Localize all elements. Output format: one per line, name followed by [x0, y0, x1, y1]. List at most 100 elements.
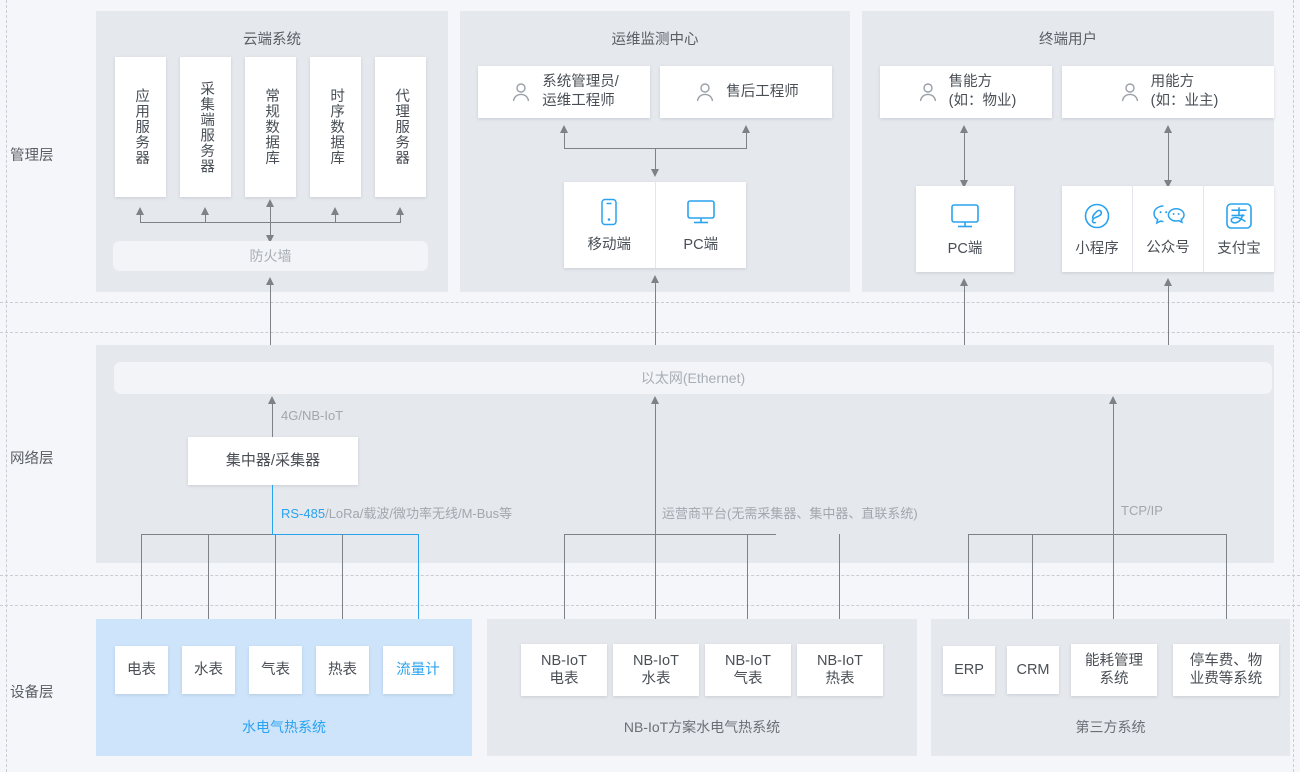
device-card-gas-meter[interactable]: 气表 — [249, 646, 302, 694]
cloud-branch-5 — [400, 215, 401, 223]
concentrator-label: 集中器/采集器 — [225, 451, 321, 469]
device-card-energy-management-label: 能耗管理 系统 — [1085, 652, 1143, 687]
cloud-branch-3-arrow — [266, 199, 274, 207]
concentrator-uplink-arrow — [268, 396, 276, 404]
mobile-icon — [598, 197, 620, 227]
firewall-uplink-arrow-up — [266, 277, 274, 285]
thirdparty-branch-crm — [1032, 534, 1033, 638]
ops-client-mobile-label: 移动端 — [587, 236, 632, 253]
consumer-link-line — [1168, 133, 1169, 181]
server-card-collector-label: 采集端服务器 — [198, 80, 215, 174]
server-card-collector[interactable]: 采集端服务器 — [180, 57, 231, 197]
ops-client-card[interactable]: 移动端 PC端 — [564, 182, 746, 268]
nbiot-bus-line — [564, 534, 776, 535]
uplink-label-4g: 4G/NB-IoT — [281, 408, 344, 423]
rs485-downlink-line — [272, 485, 273, 534]
ops-role-aftersales[interactable]: 售后工程师 — [660, 66, 832, 118]
seller-uplink-line — [964, 285, 965, 356]
layer-label-network: 网络层 — [10, 451, 54, 467]
server-card-timeseries-db-label: 时序数据库 — [328, 88, 345, 166]
enduser-role-consumer[interactable]: 用能方 (如：业主) — [1062, 66, 1274, 118]
ops-role-aftersales-label: 售后工程师 — [726, 83, 799, 100]
consumer-client-alipay-label: 支付宝 — [1217, 240, 1261, 257]
ops-uplink-arrow-up — [651, 275, 659, 283]
operator-platform-label: 运营商平台(无需采集器、集中器、直联系统) — [662, 506, 918, 521]
tcpip-label: TCP/IP — [1121, 503, 1163, 518]
firewall-label: 防火墙 — [249, 248, 292, 264]
device-card-energy-management[interactable]: 能耗管理 系统 — [1071, 644, 1157, 696]
nbiot-branch-water — [655, 534, 656, 638]
device-card-parking-fee-label: 停车费、物 业费等系统 — [1189, 652, 1263, 687]
device-card-flowmeter[interactable]: 流量计 — [383, 646, 453, 694]
layer-label-management: 管理层 — [10, 148, 54, 164]
device-card-erp-label: ERP — [954, 661, 984, 678]
device-card-crm[interactable]: CRM — [1007, 646, 1059, 694]
wechat-icon — [1151, 202, 1185, 230]
bus-label-highlight: RS-485 — [281, 506, 326, 521]
server-card-proxy[interactable]: 代理服务器 — [375, 57, 426, 197]
device-card-water-meter[interactable]: 水表 — [182, 646, 235, 694]
firewall-bar: 防火墙 — [113, 241, 428, 271]
band-left-edge — [6, 0, 7, 772]
server-card-timeseries-db[interactable]: 时序数据库 — [310, 57, 361, 197]
ops-role-admin[interactable]: 系统管理员/ 运维工程师 — [478, 66, 650, 118]
device-branch-heat — [342, 534, 343, 638]
consumer-link-arrow-up — [1164, 125, 1172, 133]
concentrator-card[interactable]: 集中器/采集器 — [188, 437, 358, 485]
consumer-uplink-line — [1168, 285, 1169, 356]
ops-branch-left-arrow — [560, 125, 568, 133]
device-card-nbiot-heat[interactable]: NB-IoT 热表 — [797, 644, 883, 696]
device-card-water-meter-label: 水表 — [194, 661, 223, 678]
enduser-panel-title: 终端用户 — [1039, 32, 1097, 48]
band-device — [0, 605, 1300, 772]
device-panel-nbiot-caption: NB-IoT方案水电气热系统 — [623, 719, 781, 735]
enduser-role-consumer-label: 用能方 (如：业主) — [1150, 74, 1219, 109]
device-card-electric-meter[interactable]: 电表 — [115, 646, 168, 694]
miniprogram-icon — [1082, 201, 1112, 231]
device-card-nbiot-gas-label: NB-IoT 气表 — [725, 652, 771, 687]
band-management — [0, 0, 1300, 303]
ops-branch-left — [564, 133, 565, 149]
cloud-branch-4 — [335, 215, 336, 223]
device-branch-electric — [141, 534, 142, 638]
seller-client-pc-label: PC端 — [947, 240, 983, 257]
device-card-heat-meter[interactable]: 热表 — [316, 646, 369, 694]
seller-client-card[interactable]: PC端 — [916, 186, 1014, 272]
ops-uplink-line — [655, 282, 656, 356]
tcpip-uplink-line — [1113, 403, 1114, 534]
server-card-app[interactable]: 应用服务器 — [115, 57, 166, 197]
seller-client-pc[interactable]: PC端 — [916, 186, 1014, 272]
consumer-client-card[interactable]: 小程序 公众号 — [1062, 186, 1274, 272]
consumer-client-miniprogram[interactable]: 小程序 — [1062, 186, 1132, 272]
consumer-client-alipay[interactable]: 支付宝 — [1203, 186, 1274, 272]
cloud-branch-2 — [205, 215, 206, 223]
ops-client-mobile[interactable]: 移动端 — [564, 182, 655, 268]
bus-label-rest: /LoRa/载波/微功率无线/M-Bus等 — [325, 506, 513, 521]
cloud-branch-4-arrow — [331, 207, 339, 215]
cloud-branch-3 — [270, 207, 271, 223]
device-card-nbiot-gas[interactable]: NB-IoT 气表 — [705, 644, 791, 696]
ops-client-pc[interactable]: PC端 — [654, 182, 747, 268]
device-card-nbiot-water-label: NB-IoT 水表 — [633, 652, 679, 687]
device-card-crm-label: CRM — [1016, 661, 1050, 678]
band-network — [0, 332, 1300, 576]
consumer-client-officialaccount[interactable]: 公众号 — [1132, 186, 1203, 272]
device-card-nbiot-electric[interactable]: NB-IoT 电表 — [521, 644, 607, 696]
cloud-to-firewall-line — [270, 222, 271, 236]
device-card-erp[interactable]: ERP — [943, 646, 995, 694]
thirdparty-bus-line — [968, 534, 1227, 535]
cloud-branch-5-arrow — [396, 207, 404, 215]
server-card-regular-db[interactable]: 常规数据库 — [245, 57, 296, 197]
firewall-uplink-line — [270, 284, 271, 356]
device-branch-flowmeter — [418, 534, 419, 638]
thirdparty-branch-parking — [1226, 534, 1227, 638]
enduser-role-seller[interactable]: 售能方 (如：物业) — [880, 66, 1052, 118]
device-card-parking-fee[interactable]: 停车费、物 业费等系统 — [1173, 644, 1279, 696]
consumer-link-arrow-down — [1164, 180, 1172, 188]
cloud-branch-1-arrow — [136, 207, 144, 215]
device-card-nbiot-water[interactable]: NB-IoT 水表 — [613, 644, 699, 696]
device-card-heat-meter-label: 热表 — [328, 661, 357, 678]
nbiot-branch-gas — [747, 534, 748, 638]
seller-link-arrow-down — [960, 180, 968, 188]
cloud-branch-1 — [140, 215, 141, 223]
